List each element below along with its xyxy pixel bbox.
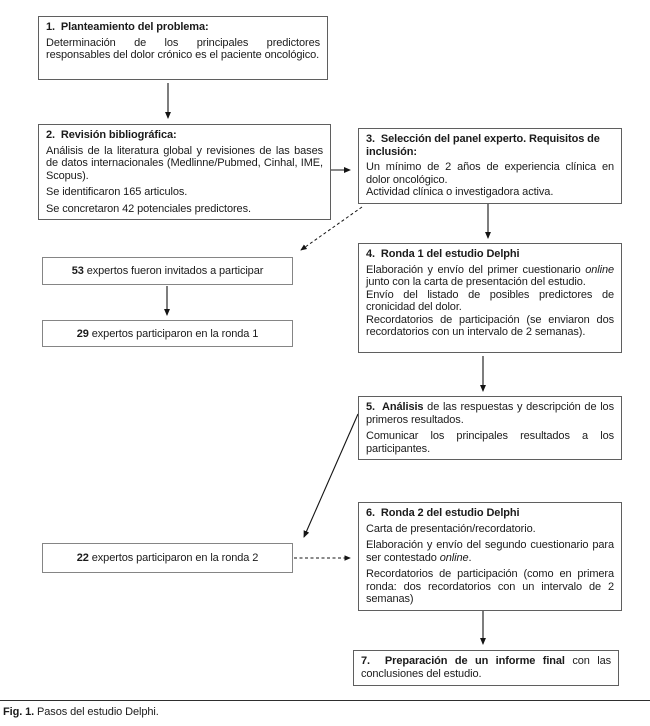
figure-caption: Fig. 1. Pasos del estudio Delphi. bbox=[3, 706, 159, 718]
step-5-title: 5. Análisis bbox=[366, 401, 424, 413]
step-5-title-rest: de las respuestas y descripción de los p… bbox=[366, 401, 614, 426]
arrow-step5-to-round2 bbox=[303, 413, 359, 538]
step-5-text-2: Comunicar los principales resultados a l… bbox=[366, 430, 614, 455]
round1-participants-text: 29 expertos participaron en la ronda 1 bbox=[77, 328, 259, 340]
round2-participants-count: 22 bbox=[76, 552, 89, 564]
step-6-text-1: Carta de presentación/recordatorio. bbox=[366, 522, 536, 535]
figure-caption-label: Fig. 1. bbox=[3, 706, 35, 718]
round2-participants-box: 22 expertos participaron en la ronda 2 bbox=[42, 543, 293, 573]
step-2-box: 2. Revisión bibliográfica: Análisis de l… bbox=[38, 124, 331, 220]
step-4-text-1-online: online bbox=[585, 263, 614, 276]
round2-participants-text: 22 expertos participaron en la ronda 2 bbox=[77, 552, 259, 564]
step-4-text-3: Recordatorios de participación (se envia… bbox=[366, 313, 614, 339]
step-6-box: 6. Ronda 2 del estudio Delphi Carta de p… bbox=[358, 502, 622, 611]
experts-invited-count: 53 bbox=[71, 265, 84, 277]
step-4-text-2: Envío del listado de posibles predictore… bbox=[366, 288, 614, 314]
step-6-text-2: Elaboración y envío del segundo cuestion… bbox=[366, 539, 614, 564]
step-3-title: 3. Selección del panel experto. Requisit… bbox=[366, 133, 603, 158]
step-3-text-1: Un mínimo de 2 años de experiencia clíni… bbox=[366, 161, 614, 186]
figure-caption-text: Pasos del estudio Delphi. bbox=[34, 706, 159, 718]
step-5-text-1: 5. Análisis de las respuestas y descripc… bbox=[366, 401, 614, 426]
step-3-box: 3. Selección del panel experto. Requisit… bbox=[358, 128, 622, 204]
step-6-text-3: Recordatorios de participación (como en … bbox=[366, 568, 614, 605]
step-4-text-1: Elaboración y envío del primer cuestiona… bbox=[366, 264, 614, 289]
round1-participants-box: 29 expertos participaron en la ronda 1 bbox=[42, 320, 293, 347]
step-1-text: Determinación de los principales predict… bbox=[46, 36, 320, 62]
step-2-text-3: Se concretaron 42 potenciales predictore… bbox=[46, 202, 251, 215]
step-2-text-1: Análisis de la literatura global y revis… bbox=[46, 144, 323, 182]
step-7-text: 7. Preparación de un informe final con l… bbox=[361, 655, 611, 680]
step-6-text-2-online: online bbox=[439, 551, 469, 564]
round1-participants-count: 29 bbox=[76, 327, 89, 340]
round2-participants-label: expertos participaron en la ronda 2 bbox=[88, 552, 259, 564]
step-4-title: 4. Ronda 1 del estudio Delphi bbox=[366, 248, 520, 260]
step-4-box: 4. Ronda 1 del estudio Delphi Elaboració… bbox=[358, 243, 622, 353]
step-4-text-1-pre: Elaboración y envío del primer cuestiona… bbox=[366, 263, 586, 276]
round1-participants-label: expertos participaron en la ronda 1 bbox=[88, 327, 259, 340]
experts-invited-label: expertos fueron invitados a participar bbox=[83, 265, 264, 277]
caption-divider bbox=[0, 700, 650, 701]
step-7-title: 7. Preparación de un informe final bbox=[361, 655, 565, 667]
step-7-title-rest: con las conclusiones del estudio. bbox=[361, 655, 611, 680]
experts-invited-text: 53 expertos fueron invitados a participa… bbox=[72, 265, 264, 277]
step-2-title: 2. Revisión bibliográfica: bbox=[46, 129, 177, 141]
step-2-text-2: Se identificaron 165 articulos. bbox=[46, 186, 188, 198]
step-6-title: 6. Ronda 2 del estudio Delphi bbox=[366, 507, 520, 519]
step-4-text-1-post: junto con la carta de presentación del e… bbox=[366, 276, 586, 288]
step-6-text-2-post: . bbox=[468, 551, 472, 564]
step-7-box: 7. Preparación de un informe final con l… bbox=[353, 650, 619, 686]
step-1-box: 1. Planteamiento del problema: Determina… bbox=[38, 16, 328, 80]
step-6-text-2-pre: Elaboración y envío del segundo cuestion… bbox=[366, 539, 614, 564]
step-3-text-2: Actividad clínica o investigadora activa… bbox=[366, 186, 554, 198]
experts-invited-box: 53 expertos fueron invitados a participa… bbox=[42, 257, 293, 285]
step-5-box: 5. Análisis de las respuestas y descripc… bbox=[358, 396, 622, 460]
step-1-title: 1. Planteamiento del problema: bbox=[46, 21, 209, 33]
